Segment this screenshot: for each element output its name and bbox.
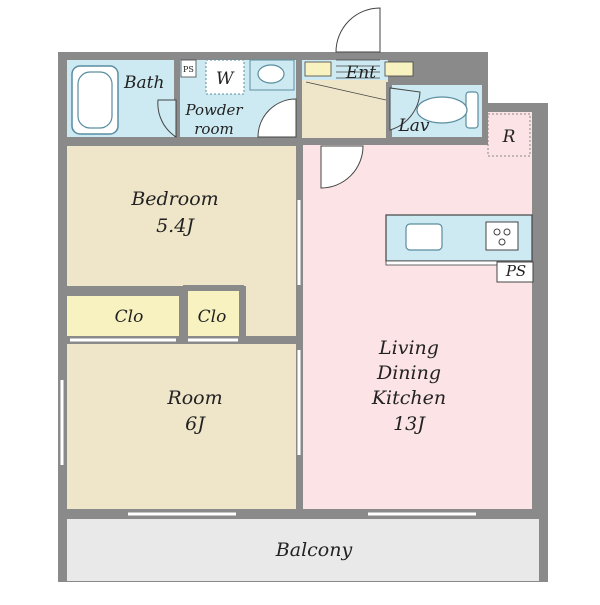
balcony-area: [67, 519, 539, 581]
kitchen-sink-icon: [405, 223, 443, 251]
entrance-door: [335, 7, 381, 53]
stove-burner-1: [493, 228, 501, 236]
stove-burner-2: [503, 228, 511, 236]
closet-right-area: [188, 287, 239, 336]
shoe-box-left: [304, 61, 332, 77]
ldk-label-line1: Living: [378, 337, 439, 359]
bedroom-label-line2: 5.4J: [156, 215, 195, 237]
washing-machine-space-icon: [205, 59, 245, 95]
entrance-area: [302, 80, 388, 138]
wash-basin-icon: [249, 59, 295, 91]
stove-burner-3: [498, 238, 506, 246]
step-edge: [305, 81, 387, 101]
powder-room-label-line2: room: [194, 120, 233, 138]
shoe-box-right: [384, 61, 414, 77]
door-swings: [157, 7, 421, 189]
toilet-icon: [416, 91, 479, 129]
powder-room-door: [257, 98, 297, 138]
room-label-line2: 6J: [185, 413, 206, 435]
bath-label: Bath: [123, 73, 164, 93]
ldk-door: [320, 145, 364, 189]
bedroom-label-line1: Bedroom: [130, 188, 218, 210]
ps-kitchen-box: [496, 261, 534, 283]
ps-top-label: PS: [183, 65, 194, 74]
bathtub-inner: [77, 71, 113, 129]
toilet-bowl: [416, 96, 468, 124]
entrance-steps: [305, 59, 387, 101]
refrigerator-label: R: [502, 127, 516, 147]
room-area: [67, 344, 296, 509]
bedroom-area-notch: [246, 286, 296, 336]
bathtub-icon: [71, 65, 119, 135]
closet-left-label: Clo: [115, 307, 144, 327]
refrigerator-space: [487, 113, 531, 157]
room-label-line1: Room: [166, 387, 222, 409]
ldk-label-line3: Kitchen: [371, 387, 446, 409]
labels: Bath PS W Powder room Ent Lav R Bedroom …: [115, 63, 527, 561]
washer-label: W: [216, 69, 235, 89]
closet-left-area: [67, 296, 179, 336]
toilet-tank: [465, 91, 479, 129]
stove-icon: [485, 221, 519, 251]
windows: [60, 380, 476, 516]
bedroom-area: [67, 146, 296, 286]
entrance-label: Ent: [345, 63, 376, 83]
stove-body: [485, 221, 519, 251]
bath-door: [157, 99, 177, 138]
ps-top-box: [180, 59, 197, 78]
powder-room-label-line1: Powder: [184, 101, 243, 119]
lavatory-label: Lav: [397, 116, 429, 136]
closet-right-label: Clo: [198, 307, 227, 327]
lav-door: [389, 87, 421, 131]
wash-basin-bowl: [257, 64, 285, 84]
ldk-label-line2: Dining: [376, 362, 441, 384]
ldk-area: [303, 112, 532, 509]
ps-kitchen-label: PS: [505, 262, 526, 280]
balcony-label: Balcony: [275, 539, 353, 561]
ldk-label-line4: 13J: [393, 413, 426, 435]
